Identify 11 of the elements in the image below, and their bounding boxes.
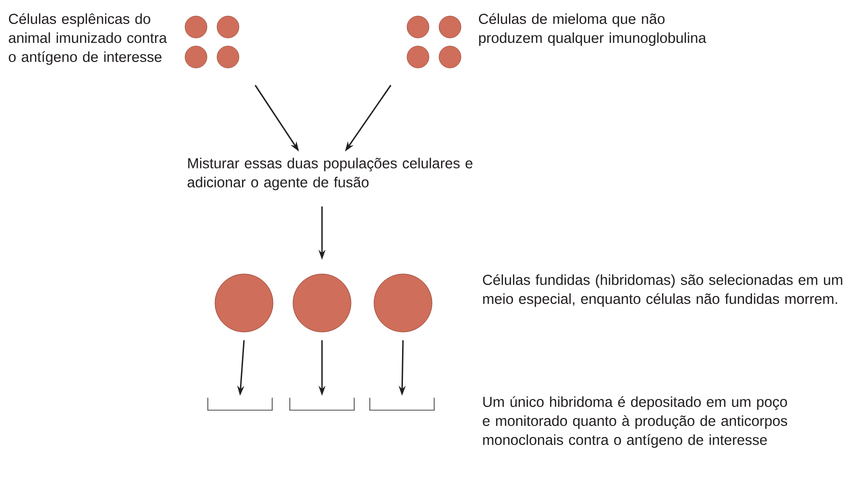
well-bracket: [289, 397, 355, 411]
well-bracket: [207, 397, 273, 411]
note-text: Um único hibridoma é depositado em um poço e monitorado quanto à produção de anticorpos monoclonais contra o antígeno de interesse: [482, 396, 788, 448]
cell-caption: Células de mieloma que não produzem qualquer imunoglobulina: [478, 13, 706, 46]
instruction-text: Misturar essas duas populações celulares e adicionar o agente de fusão: [188, 158, 472, 190]
cell-circle: [292, 274, 352, 332]
cell-circle: [374, 274, 432, 332]
note-text: Células fundidas (hibridomas) são selecionadas em um meio especial, enquanto células não fundidas morrem.: [482, 274, 842, 307]
well-bracket: [369, 397, 435, 411]
cell-circle: [214, 274, 274, 332]
cell-caption: Células esplênicas do animal imunizado contra o antígeno de interesse: [8, 13, 167, 65]
